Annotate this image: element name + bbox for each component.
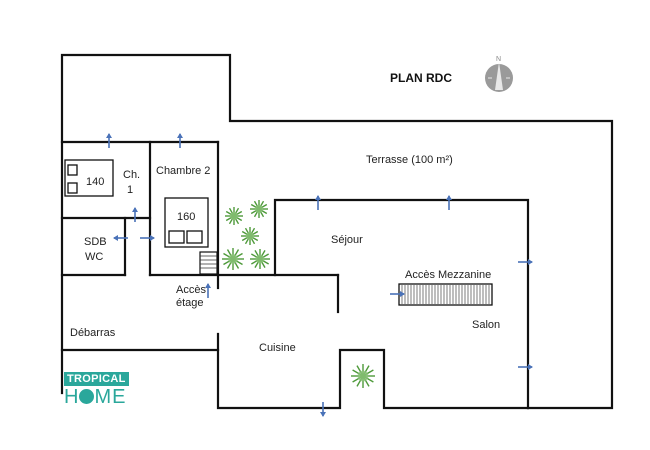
plant-icon (225, 207, 243, 225)
walls (60, 53, 614, 410)
logo-home-me: ME (94, 386, 127, 408)
bed-160-label: 160 (177, 211, 195, 223)
bed-160: 160 (164, 197, 209, 248)
room-label-sdb: SDB (84, 236, 107, 248)
stairs-mezzanine (398, 283, 493, 306)
door-arrow-icon (320, 402, 326, 417)
door-arrow-icon (140, 235, 155, 241)
door-arrow-icon (390, 291, 405, 297)
stairs-acces-etage (199, 251, 218, 275)
door-arrow-icon (177, 133, 183, 148)
plant-icon (222, 248, 244, 270)
bed-140-label: 140 (86, 176, 104, 188)
label-acces-mezzanine: Accès Mezzanine (405, 269, 491, 281)
door-arrow-icon (518, 259, 533, 265)
tropical-home-logo: TROPICAL H ME (64, 369, 144, 407)
room-label-sejour: Séjour (331, 234, 363, 246)
door-arrow-icon (113, 235, 128, 241)
logo-tropical: TROPICAL (64, 372, 129, 386)
room-label-salon: Salon (472, 319, 500, 331)
door-arrows (106, 133, 533, 417)
label-acces-etage-line1: Accès (176, 284, 206, 296)
door-arrow-icon (315, 195, 321, 210)
room-label-debarras: Débarras (70, 327, 116, 339)
room-label-terrasse: Terrasse (100 m²) (366, 154, 453, 166)
label-acces-etage-line2: étage (176, 297, 204, 309)
compass-north-label: N (496, 56, 501, 63)
door-arrow-icon (106, 133, 112, 148)
room-label-cuisine: Cuisine (259, 342, 296, 354)
compass-icon: N (485, 56, 513, 92)
plant-icon (351, 364, 375, 388)
logo-home: H ME (64, 387, 144, 407)
logo-home-h: H (64, 386, 80, 408)
plan-title: PLAN RDC (390, 71, 452, 85)
room-label-chambre2: Chambre 2 (156, 165, 210, 177)
door-arrow-icon (132, 207, 138, 222)
plant-icon (250, 249, 270, 269)
room-label-chambre1-line1: Ch. (123, 169, 140, 181)
logo-palm-icon (79, 389, 95, 404)
plant-icon (250, 200, 268, 218)
door-arrow-icon (518, 364, 533, 370)
door-arrow-icon (205, 283, 211, 298)
room-label-chambre1-line2: 1 (127, 184, 133, 196)
plants (222, 200, 375, 388)
door-arrow-icon (446, 195, 452, 210)
plant-icon (241, 227, 259, 245)
room-label-wc: WC (85, 251, 103, 263)
bed-140: 140 (64, 159, 114, 197)
